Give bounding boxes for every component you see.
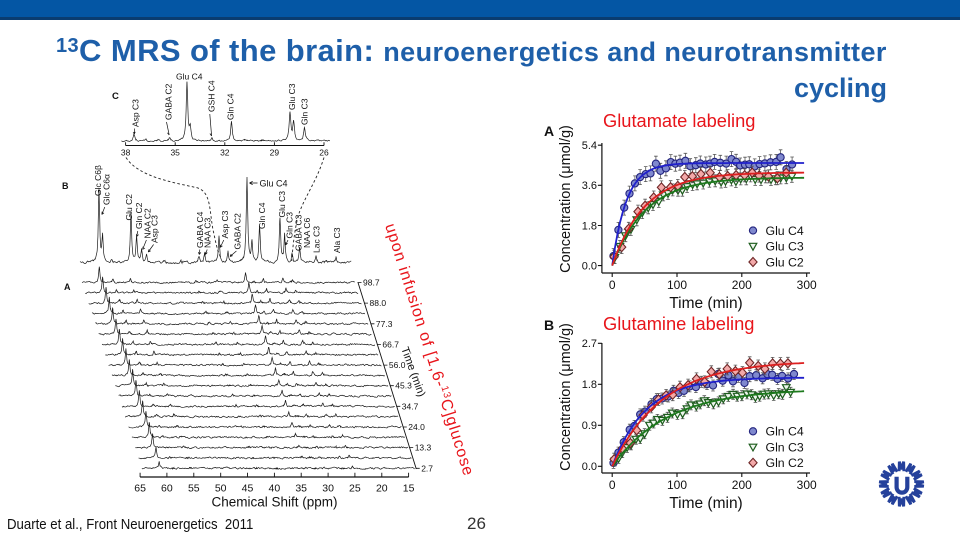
svg-text:Glu C4: Glu C4 bbox=[260, 179, 288, 189]
svg-text:Gln C2: Gln C2 bbox=[766, 456, 804, 470]
svg-text:Glu C2: Glu C2 bbox=[766, 255, 804, 269]
svg-text:Glc C6α: Glc C6α bbox=[101, 174, 111, 205]
svg-text:NAA C3: NAA C3 bbox=[202, 217, 212, 248]
svg-text:0.0: 0.0 bbox=[582, 461, 597, 473]
svg-text:GABA C4: GABA C4 bbox=[195, 211, 205, 248]
svg-text:300: 300 bbox=[797, 278, 817, 292]
svg-text:13.3: 13.3 bbox=[415, 443, 432, 453]
svg-text:Gln C4: Gln C4 bbox=[225, 93, 235, 120]
svg-text:26: 26 bbox=[319, 148, 329, 158]
svg-text:34.7: 34.7 bbox=[402, 401, 419, 411]
svg-text:NAA C6: NAA C6 bbox=[302, 217, 312, 248]
svg-text:NAA C2: NAA C2 bbox=[142, 208, 152, 239]
svg-text:B: B bbox=[544, 317, 554, 333]
svg-text:Concentration (μmol/g): Concentration (μmol/g) bbox=[558, 323, 574, 471]
svg-text:GABA C3: GABA C3 bbox=[293, 214, 303, 251]
svg-text:Chemical Shift (ppm): Chemical Shift (ppm) bbox=[211, 495, 337, 510]
svg-text:GABA C2: GABA C2 bbox=[232, 213, 242, 250]
svg-text:Concentration (μmol/g): Concentration (μmol/g) bbox=[558, 125, 574, 273]
svg-text:56.0: 56.0 bbox=[389, 360, 406, 370]
svg-text:1.8: 1.8 bbox=[582, 220, 597, 232]
svg-text:A: A bbox=[64, 282, 71, 292]
svg-text:0: 0 bbox=[609, 478, 616, 492]
svg-text:1.8: 1.8 bbox=[582, 379, 597, 391]
svg-text:55: 55 bbox=[188, 483, 200, 495]
svg-text:Gln C3: Gln C3 bbox=[299, 98, 309, 125]
svg-text:Lac C3: Lac C3 bbox=[311, 226, 321, 253]
svg-text:200: 200 bbox=[732, 278, 752, 292]
svg-text:Asp C3: Asp C3 bbox=[220, 210, 230, 238]
svg-text:45: 45 bbox=[242, 483, 254, 495]
svg-text:Ala C3: Ala C3 bbox=[332, 227, 342, 253]
svg-text:5.4: 5.4 bbox=[582, 140, 597, 152]
svg-text:0.9: 0.9 bbox=[582, 420, 597, 432]
svg-text:32: 32 bbox=[220, 148, 230, 158]
svg-text:77.3: 77.3 bbox=[376, 319, 393, 329]
svg-text:2.7: 2.7 bbox=[582, 338, 597, 350]
svg-text:20: 20 bbox=[376, 483, 388, 495]
svg-text:Glu C4: Glu C4 bbox=[176, 72, 203, 82]
svg-text:35: 35 bbox=[295, 483, 307, 495]
svg-text:100: 100 bbox=[667, 278, 687, 292]
svg-text:50: 50 bbox=[215, 483, 227, 495]
svg-text:45.3: 45.3 bbox=[395, 381, 412, 391]
svg-text:Gln C2: Gln C2 bbox=[134, 202, 144, 229]
svg-text:38: 38 bbox=[121, 148, 131, 158]
svg-text:66.7: 66.7 bbox=[382, 339, 399, 349]
svg-text:Glu C2: Glu C2 bbox=[124, 194, 134, 221]
svg-text:Asp C3: Asp C3 bbox=[149, 215, 159, 243]
svg-text:Time (min): Time (min) bbox=[669, 295, 742, 312]
svg-text:Gln C4: Gln C4 bbox=[766, 425, 804, 439]
svg-text:Glc C6β: Glc C6β bbox=[93, 165, 103, 196]
svg-text:Glutamine labeling: Glutamine labeling bbox=[603, 313, 754, 334]
svg-text:Glu C3: Glu C3 bbox=[287, 83, 297, 110]
svg-text:Asp C3: Asp C3 bbox=[130, 99, 140, 127]
svg-text:88.0: 88.0 bbox=[370, 298, 387, 308]
svg-text:Gln C4: Gln C4 bbox=[257, 202, 267, 229]
svg-text:25: 25 bbox=[349, 483, 361, 495]
svg-text:upon infusion of [1,6-13C]gluc: upon infusion of [1,6-13C]glucose bbox=[381, 222, 477, 479]
svg-text:B: B bbox=[62, 181, 69, 191]
svg-text:Gln C3: Gln C3 bbox=[766, 440, 804, 454]
svg-text:15: 15 bbox=[403, 483, 415, 495]
svg-text:Gln C3: Gln C3 bbox=[284, 212, 294, 239]
svg-text:60: 60 bbox=[161, 483, 173, 495]
svg-text:Time (min): Time (min) bbox=[669, 495, 742, 512]
svg-text:0: 0 bbox=[609, 278, 616, 292]
svg-text:29: 29 bbox=[270, 148, 280, 158]
svg-text:Glutamate labeling: Glutamate labeling bbox=[603, 110, 755, 131]
svg-text:35: 35 bbox=[170, 148, 180, 158]
svg-text:30: 30 bbox=[322, 483, 334, 495]
svg-text:3.6: 3.6 bbox=[582, 180, 597, 192]
svg-text:40: 40 bbox=[269, 483, 281, 495]
svg-text:200: 200 bbox=[732, 478, 752, 492]
svg-text:0.0: 0.0 bbox=[582, 260, 597, 272]
svg-text:C: C bbox=[112, 91, 119, 102]
svg-text:98.7: 98.7 bbox=[363, 278, 380, 288]
svg-text:100: 100 bbox=[667, 478, 687, 492]
svg-text:300: 300 bbox=[797, 478, 817, 492]
svg-text:A: A bbox=[544, 123, 554, 139]
svg-text:Glu C3: Glu C3 bbox=[277, 191, 287, 218]
svg-text:Glu C4: Glu C4 bbox=[766, 224, 804, 238]
svg-text:24.0: 24.0 bbox=[408, 422, 425, 432]
svg-text:GABA C2: GABA C2 bbox=[163, 83, 173, 120]
svg-text:Glu C3: Glu C3 bbox=[766, 240, 804, 254]
svg-text:2.7: 2.7 bbox=[421, 463, 433, 473]
svg-text:65: 65 bbox=[134, 483, 146, 495]
svg-text:GSH C4: GSH C4 bbox=[206, 80, 216, 112]
